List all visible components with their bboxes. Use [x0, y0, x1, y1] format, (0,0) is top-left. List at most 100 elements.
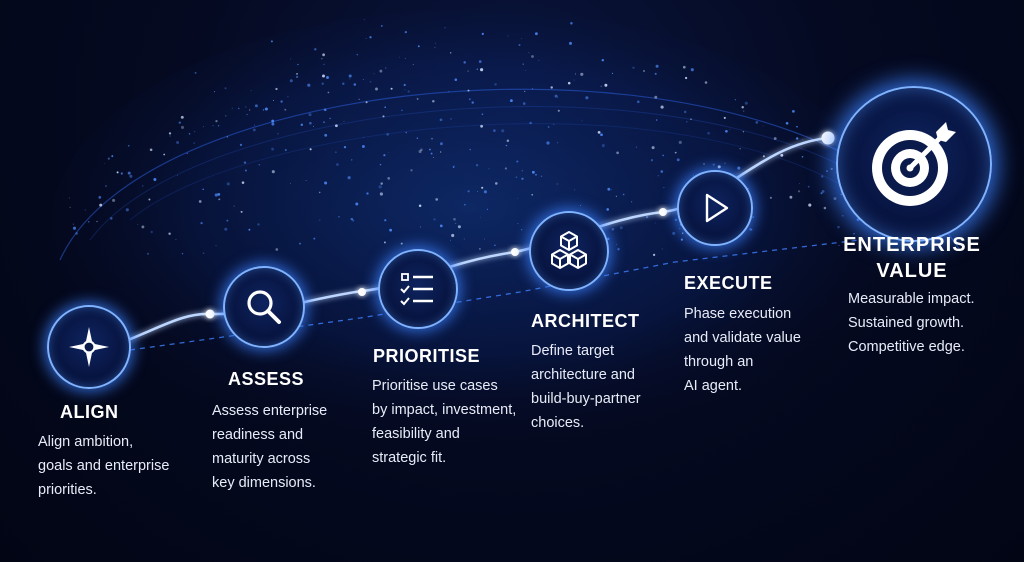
star-dot — [494, 182, 498, 185]
star-dot — [149, 148, 153, 152]
star-dot — [477, 190, 479, 192]
star-dot — [387, 177, 391, 180]
star-dot — [231, 107, 233, 109]
star-dot — [755, 121, 759, 124]
star-dot — [859, 246, 863, 249]
star-dot — [176, 141, 180, 144]
star-dot — [833, 197, 837, 201]
star-dot — [488, 168, 490, 170]
star-dot — [72, 223, 74, 225]
star-dot — [616, 151, 619, 155]
star-dot — [153, 178, 157, 181]
star-dot — [789, 195, 793, 199]
star-dot — [717, 165, 721, 169]
star-dot — [853, 233, 855, 235]
star-dot — [534, 32, 538, 36]
star-dot — [245, 106, 247, 108]
star-dot — [224, 87, 227, 90]
star-dot — [660, 170, 664, 173]
star-dot — [540, 175, 543, 177]
star-dot — [412, 64, 414, 65]
star-dot — [453, 217, 456, 221]
star-dot — [505, 144, 508, 147]
compass-icon — [65, 323, 113, 371]
star-dot — [194, 130, 196, 133]
star-dot — [573, 189, 576, 191]
star-dot — [239, 143, 243, 147]
star-dot — [509, 99, 513, 103]
star-dot — [252, 128, 256, 132]
star-dot — [440, 151, 442, 153]
star-dot — [168, 132, 172, 135]
star-dot — [125, 208, 129, 212]
star-dot — [601, 58, 605, 62]
star-dot — [321, 58, 323, 60]
star-dot — [284, 108, 287, 111]
star-dot — [457, 225, 461, 229]
star-dot — [111, 155, 114, 158]
star-dot — [226, 182, 230, 186]
star-dot — [538, 59, 540, 62]
star-dot — [297, 63, 299, 66]
star-dot — [553, 123, 555, 125]
star-dot — [250, 90, 252, 92]
play-icon — [697, 190, 733, 226]
star-dot — [799, 182, 800, 184]
star-dot — [672, 231, 676, 235]
star-dot — [180, 115, 184, 119]
star-dot — [202, 252, 205, 255]
star-dot — [439, 142, 443, 146]
star-dot — [468, 98, 471, 101]
star-dot — [432, 157, 434, 158]
star-dot — [682, 65, 686, 69]
star-dot — [180, 125, 185, 129]
star-dot — [531, 55, 534, 58]
star-dot — [600, 133, 603, 137]
star-dot — [148, 198, 151, 201]
star-dot — [137, 223, 139, 225]
star-dot — [277, 133, 279, 135]
star-dot — [258, 163, 261, 166]
star-dot — [516, 197, 519, 199]
path-node-dot — [205, 309, 215, 319]
star-dot — [270, 40, 273, 43]
checklist-icon — [397, 268, 439, 310]
star-dot — [104, 163, 105, 165]
star-dot — [420, 148, 423, 152]
star-dot — [98, 196, 102, 199]
star-dot — [369, 36, 372, 39]
star-dot — [632, 66, 635, 70]
star-dot — [762, 155, 765, 158]
star-dot — [84, 209, 86, 211]
star-dot — [225, 115, 227, 117]
path-node-dot — [358, 288, 366, 296]
star-dot — [369, 80, 372, 83]
star-dot — [680, 238, 683, 241]
star-dot — [309, 148, 312, 151]
star-dot — [198, 200, 202, 203]
star-dot — [379, 163, 382, 166]
star-dot — [507, 35, 509, 37]
star-dot — [284, 148, 287, 152]
star-dot — [531, 193, 534, 196]
star-dot — [407, 90, 410, 93]
star-dot — [674, 151, 677, 154]
star-dot — [679, 228, 681, 230]
star-dot — [323, 63, 325, 66]
star-dot — [741, 106, 744, 109]
star-dot — [494, 244, 496, 247]
star-dot — [615, 195, 617, 197]
star-dot — [615, 243, 617, 245]
star-dot — [72, 226, 77, 230]
star-dot — [321, 82, 324, 85]
star-dot — [480, 68, 484, 72]
star-dot — [554, 94, 558, 98]
star-dot — [296, 73, 298, 75]
star-dot — [430, 152, 433, 155]
star-dot — [404, 57, 407, 60]
star-dot — [622, 193, 625, 196]
star-dot — [494, 83, 497, 86]
star-dot — [619, 226, 623, 230]
star-dot — [418, 149, 422, 154]
star-dot — [361, 145, 365, 148]
